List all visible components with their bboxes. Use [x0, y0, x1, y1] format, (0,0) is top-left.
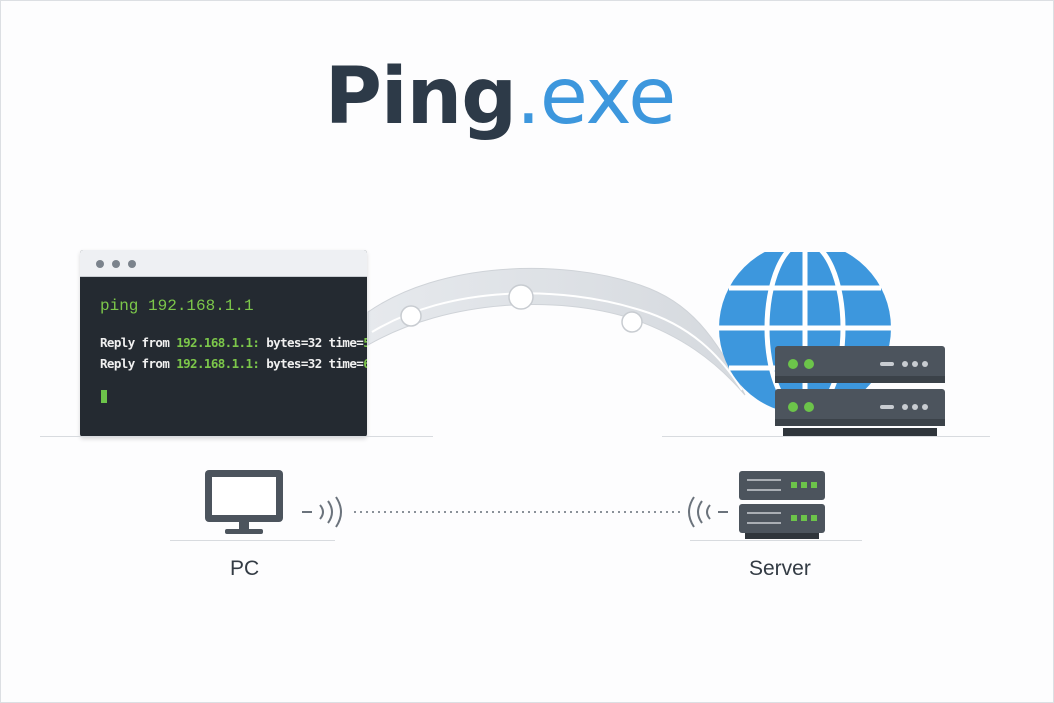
pc-base-line — [170, 540, 335, 541]
reply-time: 5ms — [363, 335, 367, 350]
reply-prefix: Reply from — [100, 356, 177, 371]
reply-line: Reply from 192.168.1.1: bytes=32 time=5m… — [100, 335, 367, 350]
signal-waves-icon — [302, 496, 342, 528]
server-rack-icon — [775, 346, 945, 436]
pc-monitor-icon — [205, 470, 283, 534]
pc-label: PC — [230, 557, 260, 580]
ground-line-left — [40, 436, 433, 437]
ping-command: ping 192.168.1.1 — [100, 297, 254, 315]
dotted-link-line — [354, 511, 680, 513]
packet-dot-3 — [621, 311, 643, 333]
signal-waves-icon — [688, 496, 728, 528]
arc-center-line — [371, 292, 743, 391]
window-dot-icon — [128, 260, 136, 268]
small-server-icon — [739, 471, 825, 539]
reply-bytes: bytes=32 time= — [259, 356, 364, 371]
packet-dot-1 — [400, 305, 422, 327]
reply-line: Reply from 192.168.1.1: bytes=32 time=6m… — [100, 356, 367, 371]
reply-host: 192.168.1.1: — [176, 356, 260, 371]
server-label: Server — [749, 557, 811, 580]
reply-prefix: Reply from — [100, 335, 177, 350]
globe-server-group — [719, 252, 945, 436]
packet-dot-2 — [508, 284, 534, 310]
terminal-window: ping 192.168.1.1 Reply from 192.168.1.1:… — [80, 250, 367, 437]
terminal-body: ping 192.168.1.1 Reply from 192.168.1.1:… — [80, 277, 367, 437]
title-part-exe: .exe — [516, 52, 676, 142]
page-title: Ping.exe — [0, 52, 1000, 142]
window-dot-icon — [96, 260, 104, 268]
terminal-title-bar — [80, 250, 367, 277]
window-dot-icon — [112, 260, 120, 268]
reply-time: 6ms — [363, 356, 367, 371]
reply-bytes: bytes=32 time= — [259, 335, 364, 350]
terminal-cursor — [101, 390, 107, 403]
server-base-line — [690, 540, 862, 541]
title-part-ping: Ping — [324, 52, 517, 142]
ground-line-right — [662, 436, 990, 437]
reply-host: 192.168.1.1: — [176, 335, 260, 350]
